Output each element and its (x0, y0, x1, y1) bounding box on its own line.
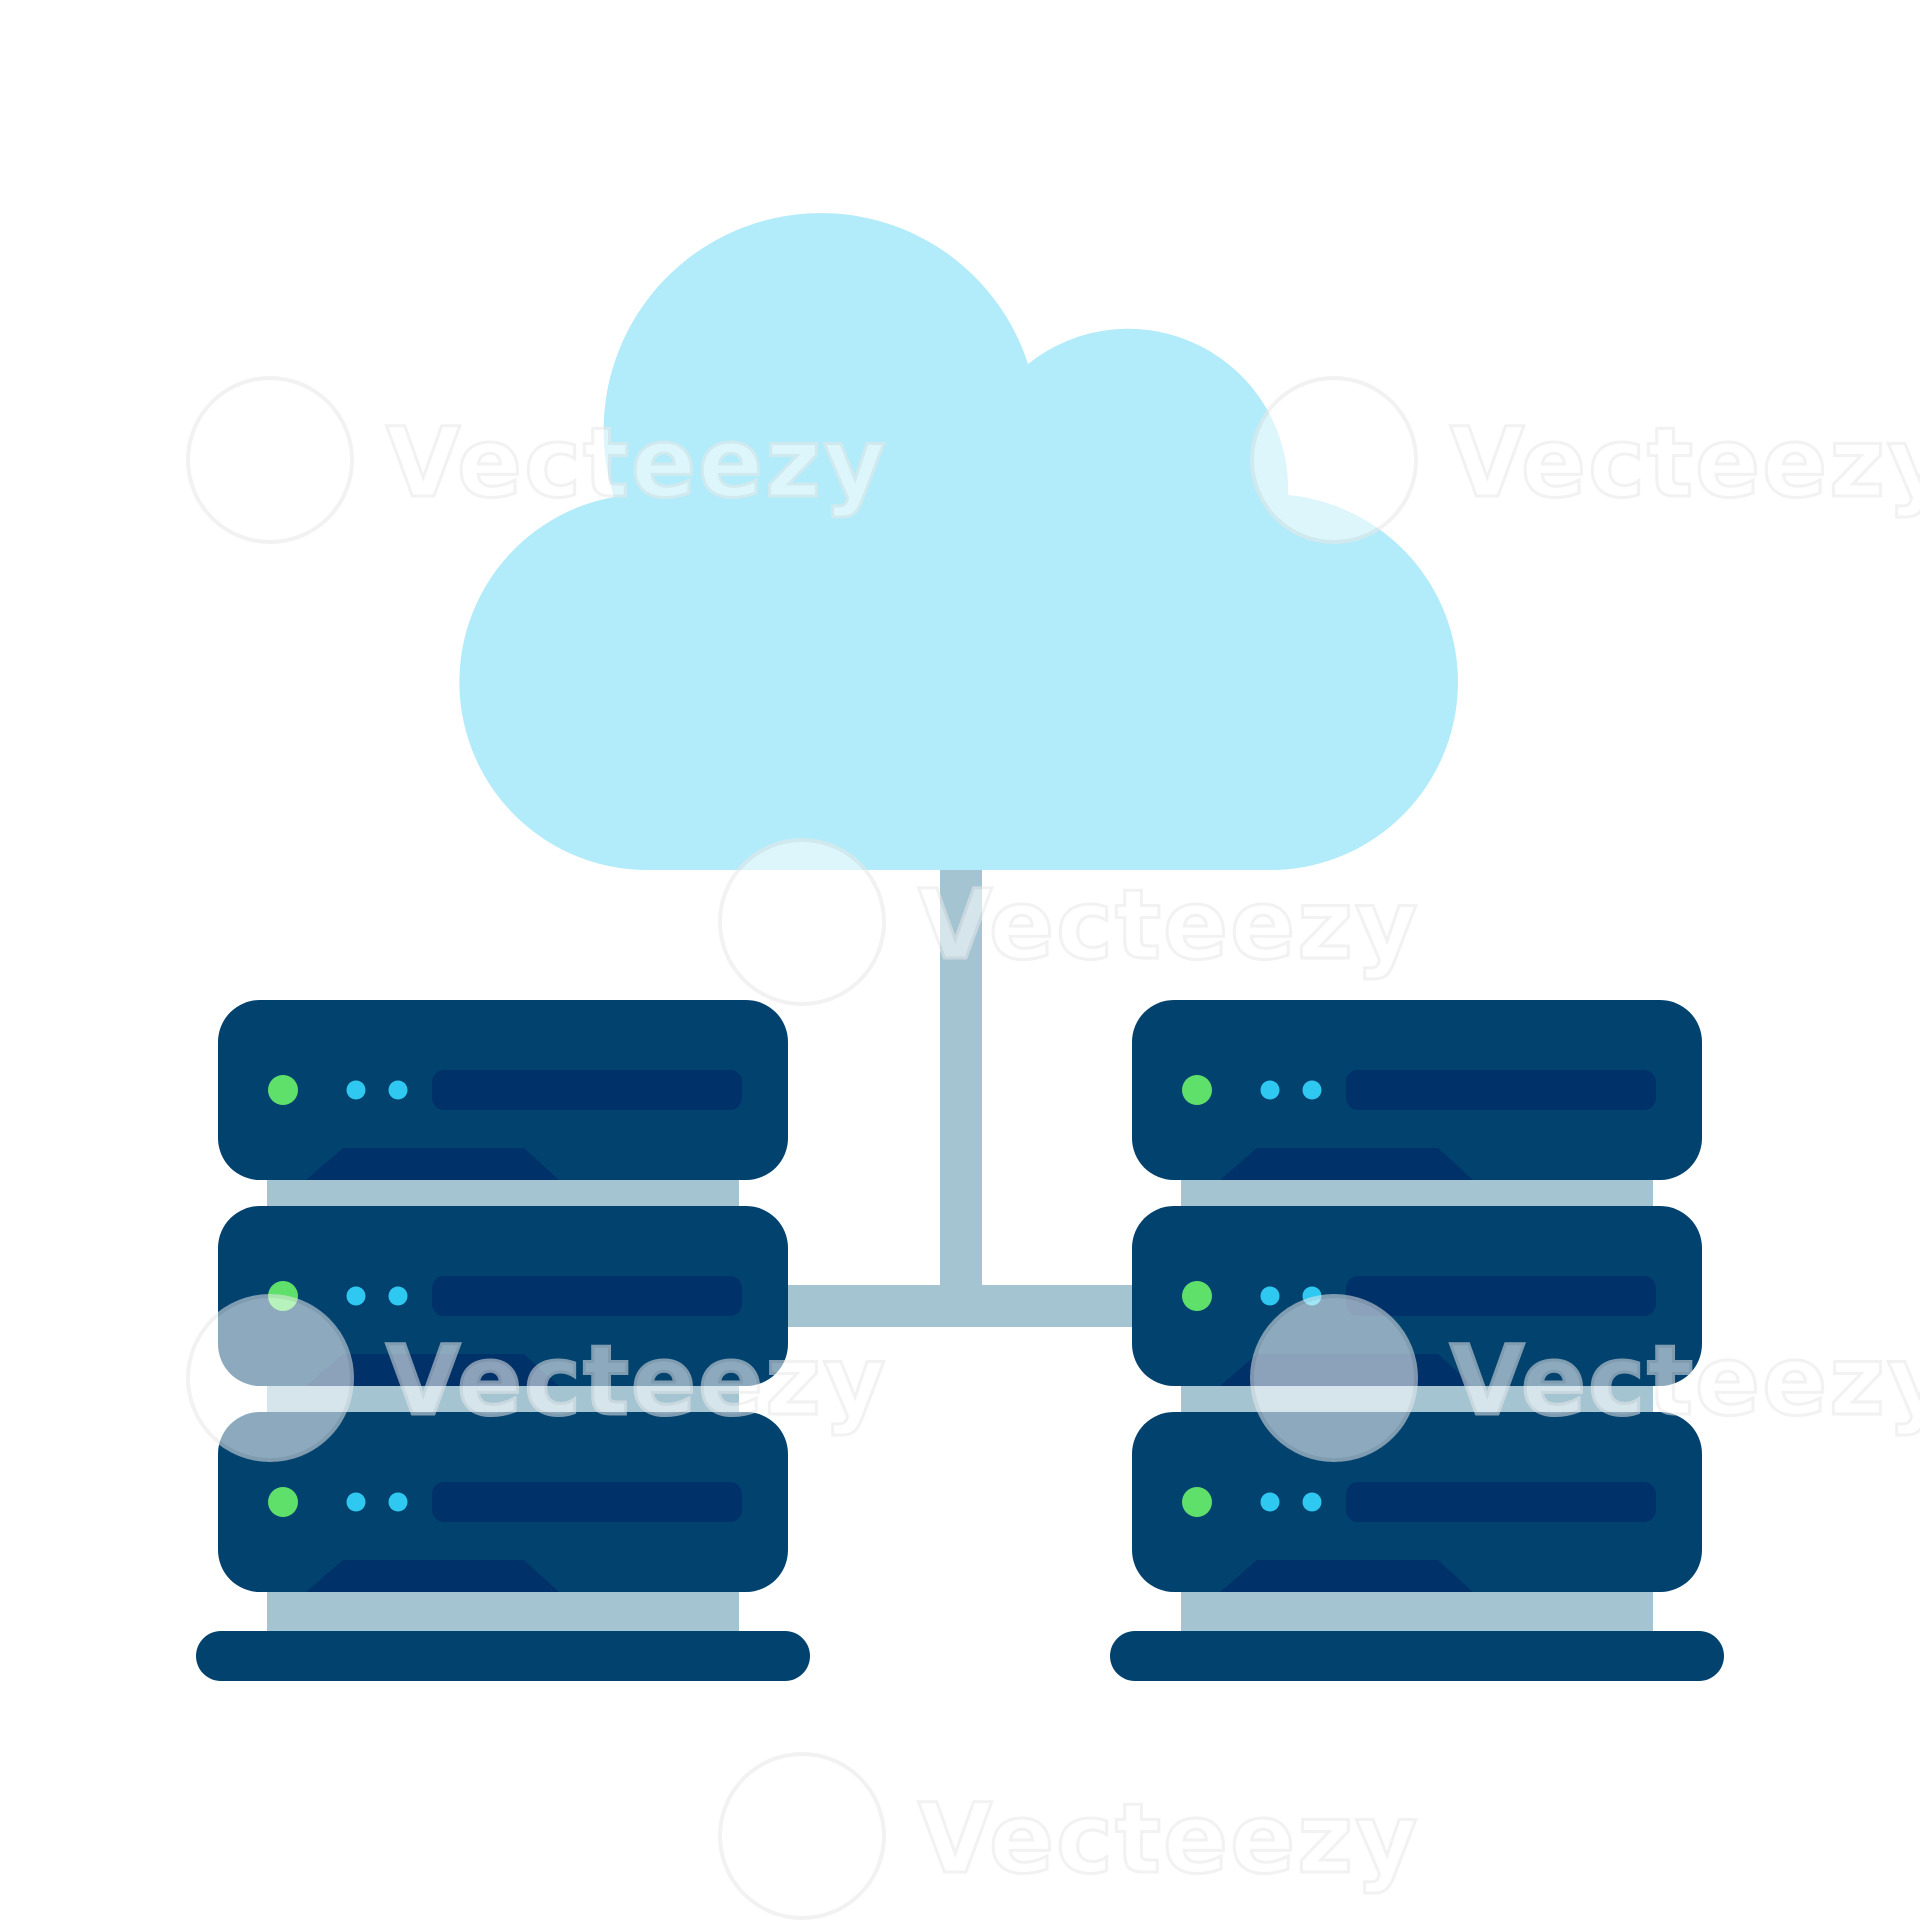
server-unit (218, 1206, 788, 1386)
drive-slot (1346, 1482, 1656, 1522)
server-notch (306, 1560, 559, 1592)
activity-led (1260, 1492, 1280, 1512)
watermark-tile: Vecteezy (186, 1294, 888, 1462)
activity-led (346, 1286, 366, 1306)
server-notch (1220, 1148, 1473, 1180)
rack-base (1110, 1631, 1724, 1681)
server-unit (1132, 1000, 1702, 1180)
watermark-tile: Vecteezy (1250, 1294, 1920, 1462)
server-notch (1220, 1560, 1473, 1592)
activity-led (1302, 1492, 1322, 1512)
watermark-text: Vecteezy (1450, 407, 1920, 519)
watermark: Vecteezy Vecteezy Vecteezy Vecteezy Vect… (186, 376, 1920, 1920)
watermark-tile: Vecteezy (718, 1752, 1420, 1920)
drive-slot (432, 1482, 742, 1522)
drive-slot (1346, 1070, 1656, 1110)
server-unit (1132, 1412, 1702, 1592)
watermark-tile: Vecteezy (718, 838, 1420, 1006)
network-connector (770, 860, 1160, 1327)
server-stack-left (196, 1000, 810, 1681)
activity-led (1260, 1286, 1280, 1306)
watermark-logo-icon (186, 1294, 354, 1462)
activity-led (346, 1492, 366, 1512)
activity-led (346, 1080, 366, 1100)
watermark-text: Vecteezy (386, 407, 888, 519)
watermark-text: Vecteezy (918, 1783, 1420, 1895)
activity-led (388, 1080, 408, 1100)
rack-base (196, 1631, 810, 1681)
server-notch (306, 1148, 559, 1180)
activity-led (1260, 1080, 1280, 1100)
server-unit (218, 1000, 788, 1180)
status-led (268, 1075, 298, 1105)
watermark-logo-icon (1250, 1294, 1418, 1462)
watermark-tile: Vecteezy (186, 376, 888, 544)
activity-led (388, 1286, 408, 1306)
status-led (1182, 1487, 1212, 1517)
watermark-tile: Vecteezy (1250, 376, 1920, 544)
status-led (268, 1487, 298, 1517)
watermark-logo-icon (718, 838, 886, 1006)
server-notch (306, 1354, 559, 1386)
cloud-icon (459, 213, 1458, 871)
drive-slot (432, 1070, 742, 1110)
watermark-logo-icon (186, 376, 354, 544)
watermark-logo-icon (1250, 376, 1418, 544)
watermark-logo-icon (718, 1752, 886, 1920)
server-unit (218, 1412, 788, 1592)
connector-horizontal (770, 1285, 1160, 1327)
drive-slot (1346, 1276, 1656, 1316)
activity-led (1302, 1080, 1322, 1100)
watermark-text: Vecteezy (918, 869, 1420, 981)
watermark-text: Vecteezy (386, 1325, 888, 1437)
drive-slot (432, 1276, 742, 1316)
connector-vertical (940, 860, 982, 1290)
status-led (1182, 1075, 1212, 1105)
status-led (1182, 1281, 1212, 1311)
watermark-text: Vecteezy (1450, 1325, 1920, 1437)
activity-led (388, 1492, 408, 1512)
